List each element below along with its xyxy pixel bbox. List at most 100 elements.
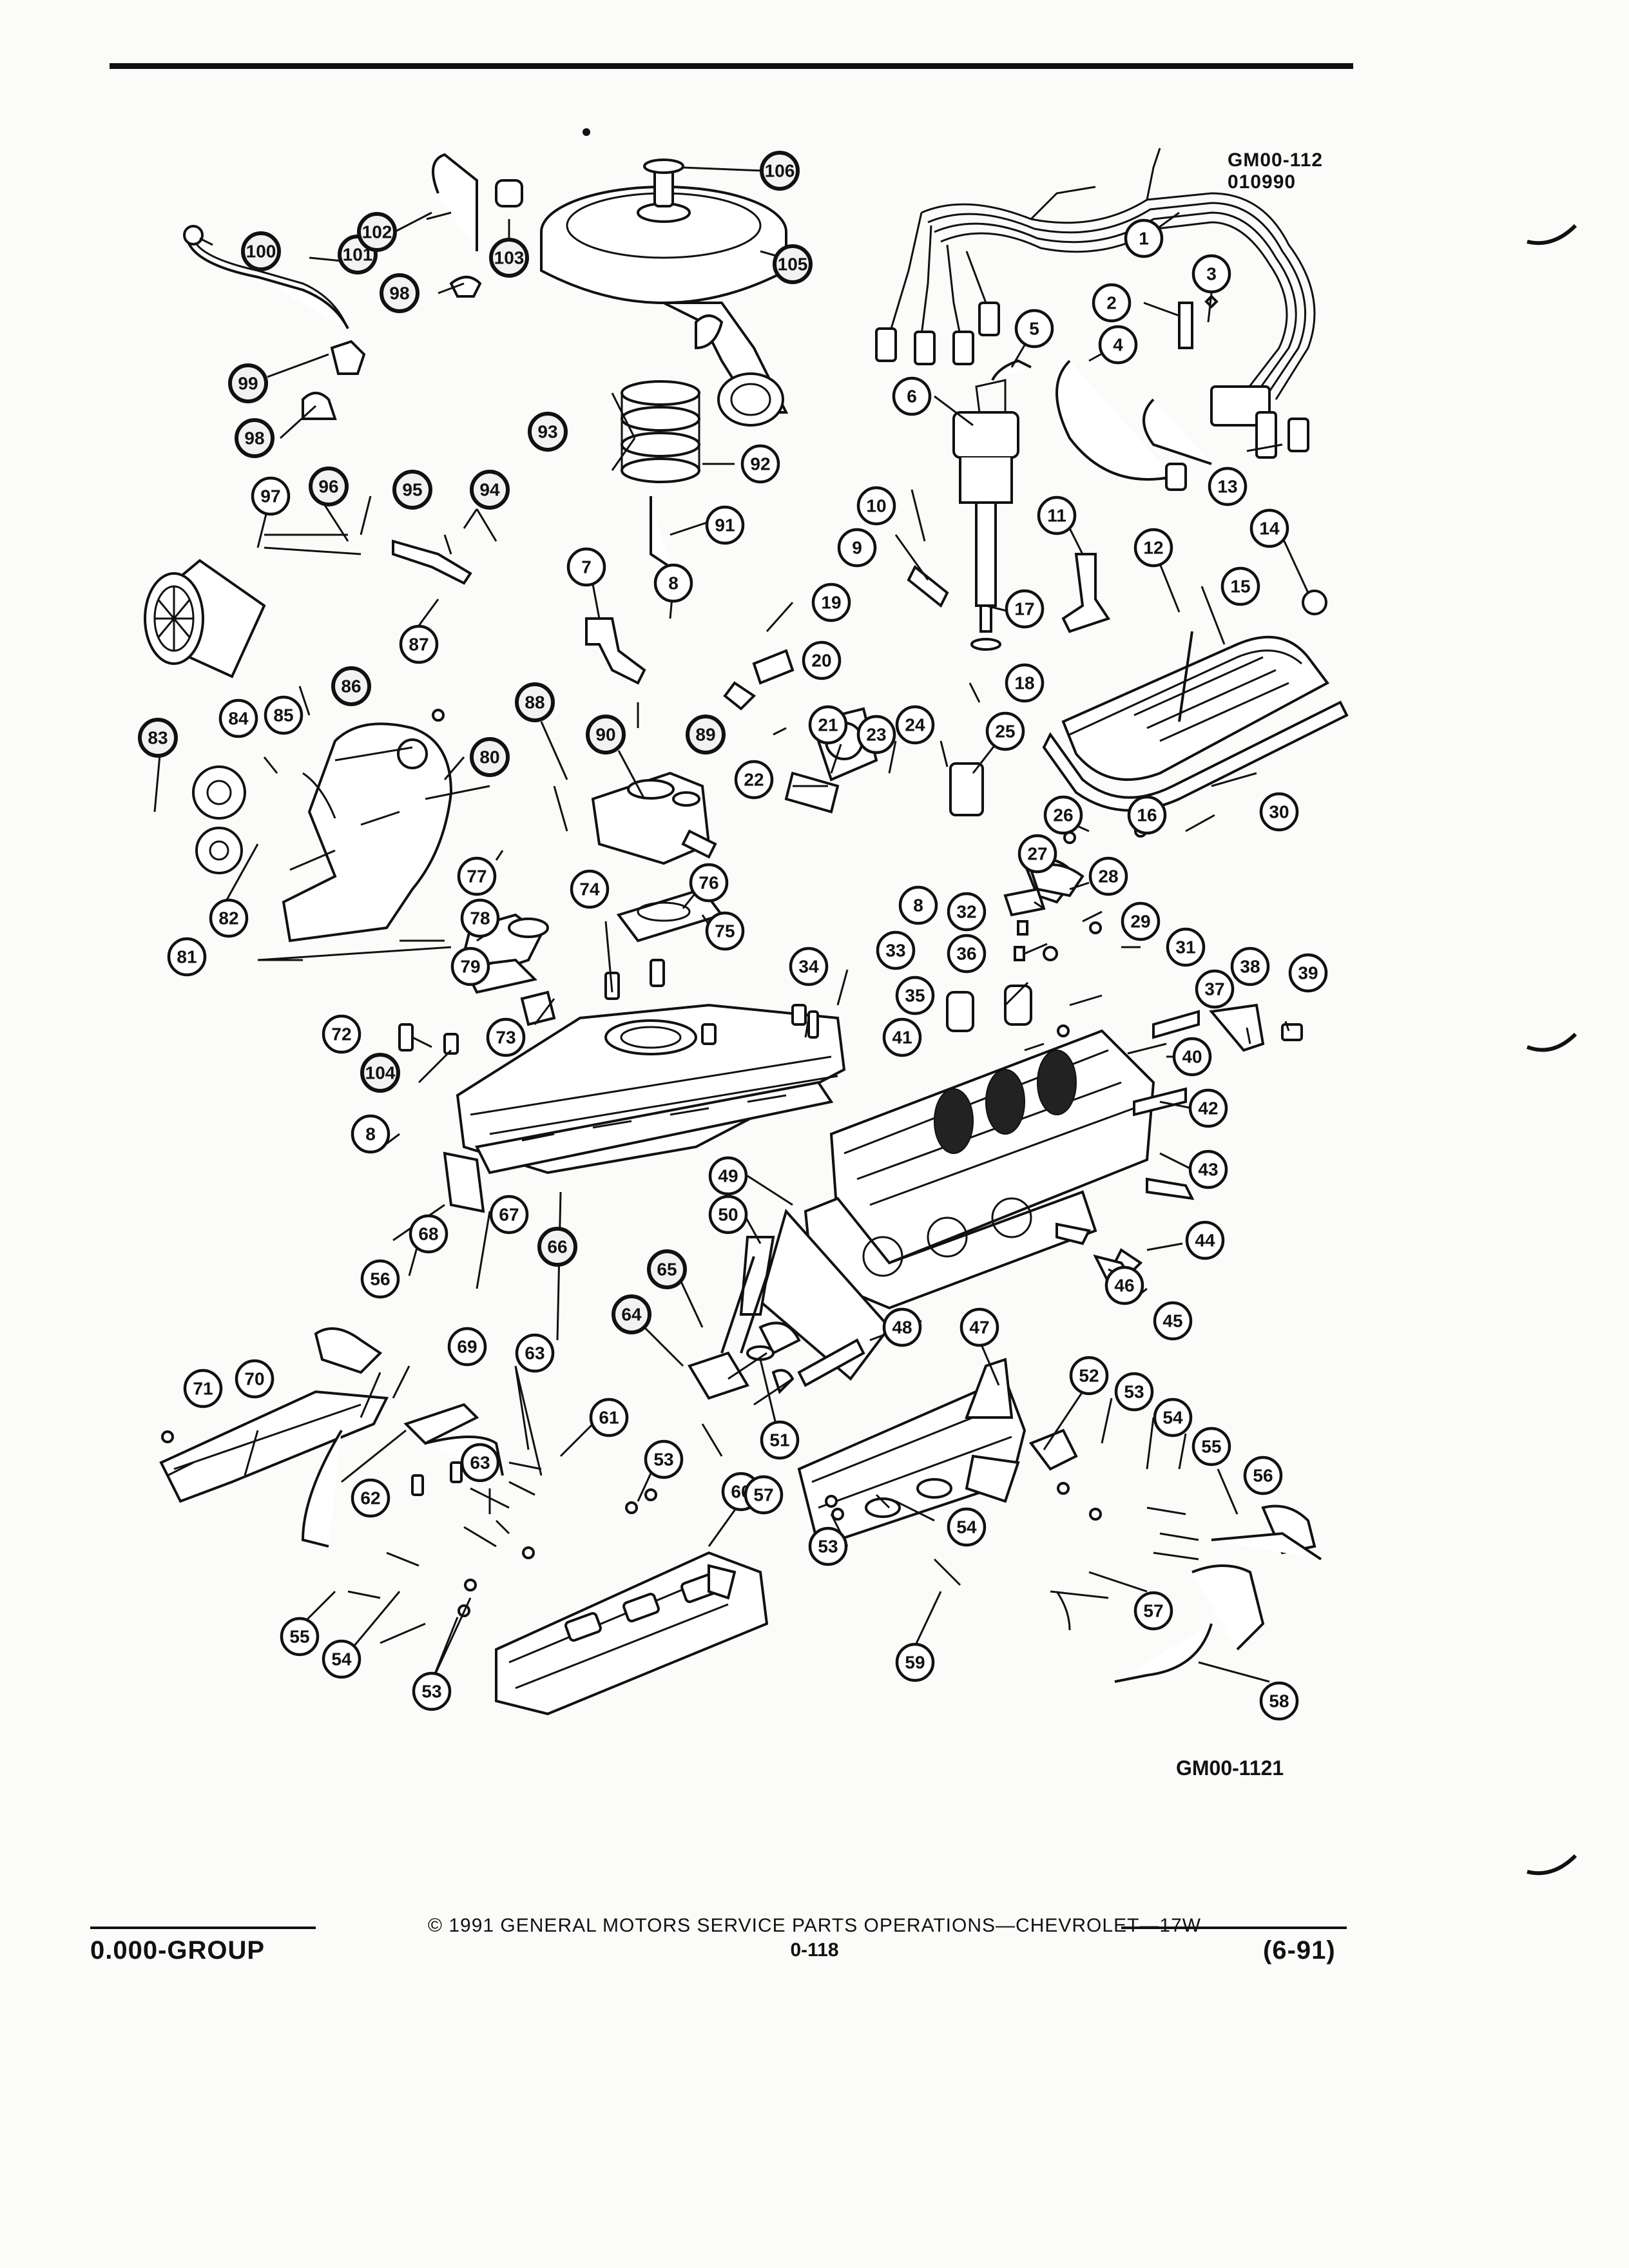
figure-date: 010990 (1228, 171, 1296, 193)
callout-56: 56 (1243, 1456, 1283, 1495)
svg-text:96: 96 (318, 477, 338, 497)
svg-text:83: 83 (148, 728, 168, 748)
callout-23: 23 (856, 715, 896, 754)
callout-54b: 54 (947, 1507, 987, 1547)
callout-51: 51 (760, 1420, 800, 1460)
callout-105: 105 (773, 244, 813, 284)
svg-text:104: 104 (365, 1063, 396, 1083)
svg-text:39: 39 (1298, 963, 1318, 983)
callout-53b: 53 (644, 1439, 684, 1479)
callout-34: 34 (789, 947, 829, 986)
egr-pipe-right (1114, 1504, 1322, 1683)
svg-text:55: 55 (289, 1627, 309, 1647)
svg-text:14: 14 (1259, 519, 1280, 539)
callout-6: 6 (892, 376, 932, 416)
svg-text:69: 69 (457, 1337, 477, 1357)
svg-text:1: 1 (1139, 229, 1149, 249)
callout-100: 100 (241, 231, 281, 271)
callout-59: 59 (895, 1642, 935, 1682)
svg-text:35: 35 (905, 986, 925, 1006)
callout-28: 28 (1088, 856, 1128, 896)
svg-text:79: 79 (460, 957, 480, 977)
callout-89: 89 (686, 715, 726, 754)
cylinder-head (804, 1010, 1200, 1310)
footer-revision: (6-91) (1263, 1936, 1336, 1965)
svg-text:78: 78 (470, 908, 490, 928)
svg-text:98: 98 (244, 428, 264, 448)
alternator-group (144, 533, 490, 961)
callout-31: 31 (1166, 927, 1206, 967)
svg-text:55: 55 (1201, 1437, 1221, 1457)
callout-5: 5 (1014, 309, 1054, 349)
callout-73: 73 (486, 1017, 526, 1057)
callout-71: 71 (183, 1369, 223, 1408)
callout-87: 87 (399, 624, 439, 664)
callout-19: 19 (811, 582, 851, 622)
svg-text:71: 71 (193, 1379, 213, 1399)
svg-text:56: 56 (1253, 1466, 1273, 1486)
svg-text:103: 103 (494, 248, 525, 268)
callout-63b: 63 (460, 1443, 500, 1483)
callout-30: 30 (1259, 792, 1299, 832)
svg-text:38: 38 (1240, 957, 1260, 977)
callout-97: 97 (251, 476, 291, 516)
callout-58: 58 (1259, 1681, 1299, 1721)
svg-text:57: 57 (1143, 1601, 1163, 1621)
fasteners (161, 702, 1199, 1631)
callout-62: 62 (351, 1478, 390, 1518)
callout-29: 29 (1121, 901, 1161, 941)
svg-text:24: 24 (905, 715, 925, 735)
callout-94: 94 (470, 470, 510, 510)
svg-text:102: 102 (362, 222, 392, 242)
callout-88: 88 (515, 682, 555, 722)
svg-text:41: 41 (892, 1028, 912, 1048)
svg-text:56: 56 (370, 1269, 390, 1289)
callout-65: 65 (647, 1249, 687, 1289)
svg-text:72: 72 (331, 1024, 351, 1044)
svg-text:81: 81 (177, 947, 197, 967)
svg-text:54: 54 (956, 1517, 977, 1537)
brackets-upper (585, 553, 1111, 685)
callout-53c: 53 (808, 1526, 848, 1566)
svg-text:43: 43 (1198, 1160, 1218, 1180)
svg-text:70: 70 (244, 1369, 264, 1389)
callout-16: 16 (1127, 795, 1167, 835)
callout-46: 46 (1104, 1265, 1144, 1305)
callout-27: 27 (1017, 834, 1057, 874)
callout-32: 32 (947, 892, 987, 932)
callout-56b: 56 (360, 1259, 400, 1299)
callout-57: 57 (1133, 1591, 1173, 1631)
svg-text:4: 4 (1113, 335, 1123, 355)
callout-78: 78 (460, 898, 500, 938)
svg-text:77: 77 (467, 867, 487, 887)
svg-text:80: 80 (479, 747, 499, 767)
callout-55b: 55 (280, 1617, 320, 1657)
callout-26: 26 (1043, 795, 1083, 835)
footer-copyright: © 1991 GENERAL MOTORS SERVICE PARTS OPER… (427, 1915, 1202, 1936)
svg-text:47: 47 (969, 1318, 989, 1338)
exhaust-manifold-right (797, 1358, 1078, 1548)
callout-13: 13 (1208, 466, 1248, 506)
callout-96: 96 (309, 466, 349, 506)
svg-text:18: 18 (1014, 673, 1034, 693)
callout-11: 11 (1037, 495, 1077, 535)
callout-42: 42 (1188, 1088, 1228, 1128)
svg-text:29: 29 (1130, 912, 1150, 932)
svg-text:105: 105 (778, 255, 808, 274)
callout-17: 17 (1005, 589, 1045, 629)
callout-53: 53 (1114, 1372, 1154, 1412)
callout-90: 90 (586, 715, 626, 754)
svg-text:74: 74 (579, 879, 600, 899)
callout-95: 95 (392, 470, 432, 510)
part-illustrations (144, 148, 1349, 1716)
svg-text:37: 37 (1204, 979, 1224, 999)
callout-63: 63 (515, 1333, 555, 1373)
svg-text:8: 8 (913, 896, 923, 916)
callout-8: 8 (653, 563, 693, 603)
svg-text:53: 53 (818, 1537, 838, 1557)
callout-70: 70 (235, 1359, 275, 1399)
svg-text:9: 9 (852, 538, 862, 558)
svg-text:50: 50 (718, 1205, 738, 1225)
svg-text:59: 59 (905, 1653, 925, 1673)
svg-text:97: 97 (260, 486, 280, 506)
